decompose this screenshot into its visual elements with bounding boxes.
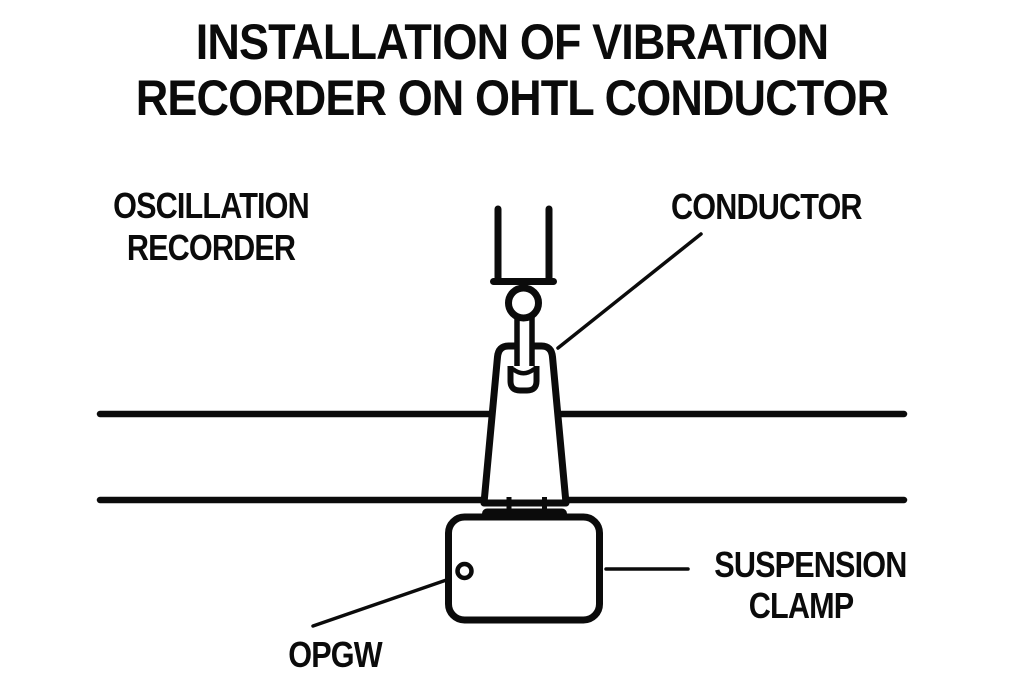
- page-title: INSTALLATION OF VIBRATION RECORDER ON OH…: [135, 14, 889, 126]
- oscillation-recorder-label: OSCILLATION RECORDER: [113, 185, 310, 268]
- clamp-keeper-post-right: [542, 497, 547, 513]
- suspension-clamp-body: [480, 342, 570, 507]
- suspension-clamp-label: SUSPENSION CLAMP: [714, 544, 907, 626]
- recorder-box: [445, 513, 603, 624]
- ball-joint: [505, 284, 542, 322]
- opgw-hole: [455, 561, 474, 581]
- conductor-leader-line: [556, 232, 703, 350]
- clevis-fork: [490, 205, 557, 285]
- opgw-leader-line: [311, 574, 460, 628]
- opgw-label: OPGW: [288, 634, 382, 675]
- clamp-keeper-post-left: [506, 497, 512, 513]
- conductor-label: CONDUCTOR: [671, 186, 863, 227]
- pin-tip-arc: [511, 367, 536, 376]
